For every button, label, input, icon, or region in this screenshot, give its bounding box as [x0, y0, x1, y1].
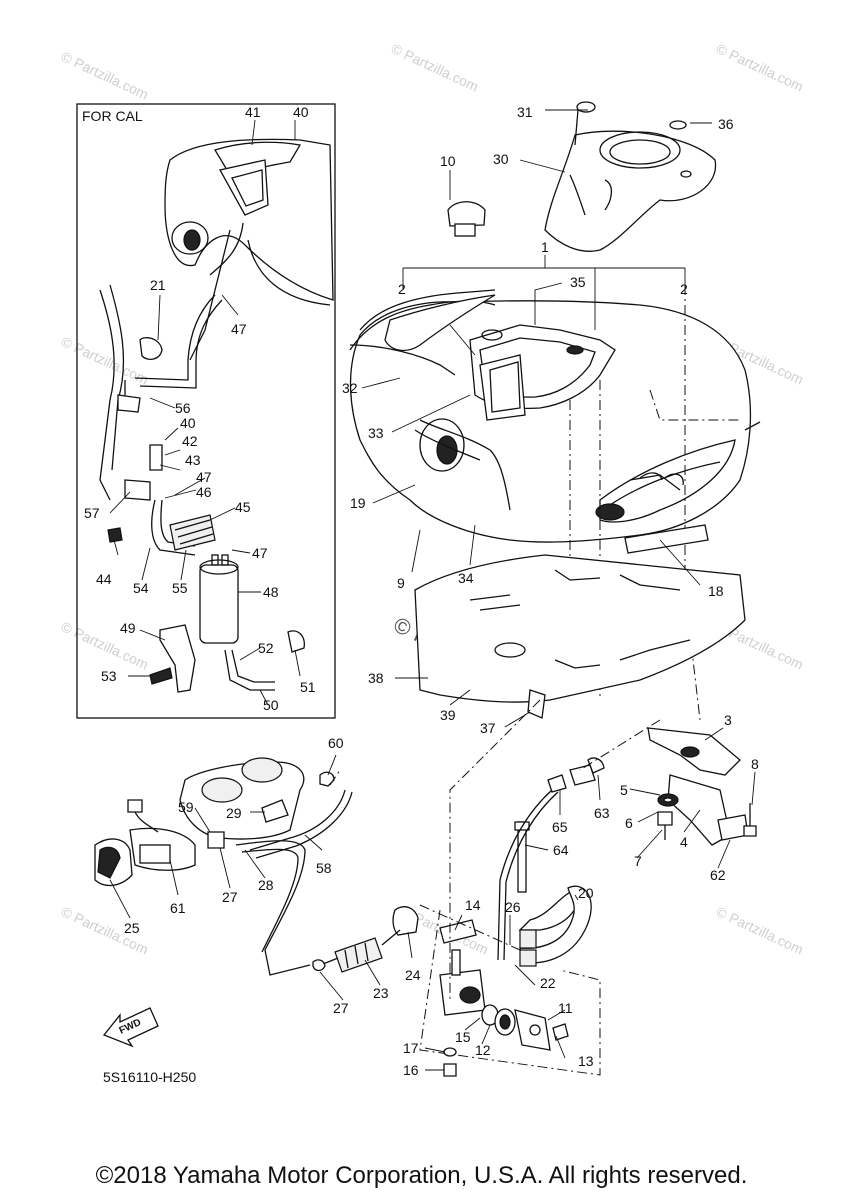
callout-12: 12 [475, 1042, 491, 1058]
callout-5: 5 [620, 782, 628, 798]
callout-24: 24 [405, 967, 421, 983]
mounting-plate [414, 524, 746, 719]
fuel-cock [312, 906, 601, 1077]
right-parts [497, 727, 757, 967]
callout-37: 37 [480, 720, 496, 736]
callout-45: 45 [235, 499, 251, 515]
callout-53: 53 [101, 668, 117, 684]
callout-27: 27 [333, 1000, 349, 1016]
callout-3: 3 [724, 712, 732, 728]
callout-32: 32 [342, 380, 358, 396]
callout-42: 42 [182, 433, 198, 449]
callout-13: 13 [578, 1053, 594, 1069]
callout-1: 1 [541, 239, 549, 255]
callout-48: 48 [263, 584, 279, 600]
callout-2: 2 [398, 281, 406, 297]
callout-52: 52 [258, 640, 274, 656]
callout-39: 39 [440, 707, 456, 723]
watermark: © Partzilla.com [59, 48, 151, 102]
callout-17: 17 [403, 1040, 419, 1056]
callout-19: 19 [350, 495, 366, 511]
callout-40: 40 [293, 104, 309, 120]
callout-33: 33 [368, 425, 384, 441]
callout-8: 8 [751, 756, 759, 772]
callout-14: 14 [465, 897, 481, 913]
callout-36: 36 [718, 116, 734, 132]
callout-47: 47 [231, 321, 247, 337]
cal-inset-frame [76, 103, 336, 719]
callout-25: 25 [124, 920, 140, 936]
watermark: © Partzilla.com [714, 903, 806, 957]
leader-lines [109, 109, 756, 1071]
callout-44: 44 [96, 571, 112, 587]
callout-43: 43 [185, 452, 201, 468]
tank-cover [447, 101, 717, 252]
callout-64: 64 [553, 842, 569, 858]
callout-62: 62 [710, 867, 726, 883]
callout-15: 15 [455, 1029, 471, 1045]
callout-55: 55 [172, 580, 188, 596]
callout-2: 2 [680, 281, 688, 297]
callout-26: 26 [505, 899, 521, 915]
callout-47: 47 [196, 469, 212, 485]
callout-23: 23 [373, 985, 389, 1001]
callout-18: 18 [708, 583, 724, 599]
watermark: © Partzilla.com [59, 618, 151, 672]
callout-47: 47 [252, 545, 268, 561]
callout-58: 58 [316, 860, 332, 876]
callout-11: 11 [558, 1000, 573, 1016]
dash-guides [329, 699, 661, 1000]
canister-body [199, 564, 239, 644]
callout-4: 4 [680, 834, 688, 850]
callout-40: 40 [180, 415, 196, 431]
callout-20: 20 [578, 885, 594, 901]
callout-51: 51 [300, 679, 316, 695]
callout-34: 34 [458, 570, 474, 586]
callout-10: 10 [440, 153, 456, 169]
callout-46: 46 [196, 484, 212, 500]
callout-28: 28 [258, 877, 274, 893]
inset-hoses [99, 284, 305, 693]
callout-50: 50 [263, 697, 279, 713]
copyright-notice: ©2018 Yamaha Motor Corporation, U.S.A. A… [95, 1162, 748, 1189]
callout-7: 7 [634, 853, 642, 869]
callout-21: 21 [150, 277, 166, 293]
callout-6: 6 [625, 815, 633, 831]
left-assembly [94, 757, 353, 976]
callout-35: 35 [570, 274, 586, 290]
watermark: © Partzilla.com [59, 333, 151, 387]
callout-38: 38 [368, 670, 384, 686]
callout-56: 56 [175, 400, 191, 416]
callout-59: 59 [178, 799, 194, 815]
fwd-arrow: FWD [102, 1007, 159, 1048]
callouts: 1 2 2 3 4 5 6 7 8 9 10 11 12 13 14 15 16… [84, 104, 759, 1078]
callout-9: 9 [397, 575, 405, 591]
watermark: © Partzilla.com [389, 40, 481, 94]
inset-tank [164, 138, 334, 361]
callout-27: 27 [222, 889, 238, 905]
inset-title: FOR CAL [82, 108, 143, 124]
drawing-code: 5S16110-H250 [103, 1069, 196, 1085]
callout-29: 29 [226, 805, 242, 821]
callout-54: 54 [133, 580, 149, 596]
callout-65: 65 [552, 819, 568, 835]
callout-16: 16 [403, 1062, 419, 1078]
callout-31: 31 [517, 104, 533, 120]
callout-30: 30 [493, 151, 509, 167]
callout-41: 41 [245, 104, 261, 120]
callout-57: 57 [84, 505, 100, 521]
callout-22: 22 [540, 975, 556, 991]
callout-49: 49 [120, 620, 136, 636]
callout-63: 63 [594, 805, 610, 821]
watermark: © Partzilla.com [714, 40, 806, 94]
callout-60: 60 [328, 735, 344, 751]
callout-61: 61 [170, 900, 186, 916]
